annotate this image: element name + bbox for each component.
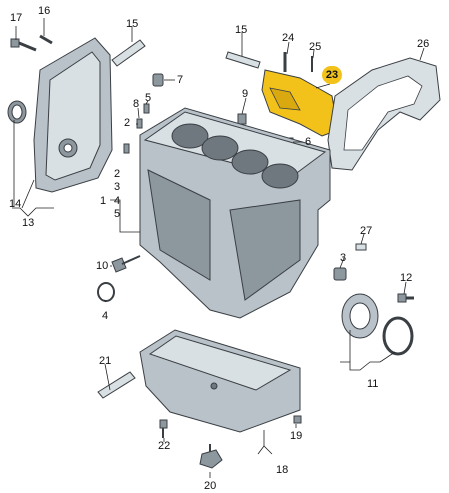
callout-7: 7: [177, 74, 184, 86]
callout-15-left: 15: [126, 18, 139, 30]
gasket-26: [327, 57, 441, 171]
callout-12: 12: [400, 272, 413, 284]
callout-25: 25: [309, 41, 322, 53]
callout-23: 23: [322, 66, 342, 84]
dowel-21: [97, 371, 136, 399]
bolt-17: [10, 38, 37, 52]
callout-2b: 2: [114, 168, 121, 180]
plug-3: [333, 267, 347, 281]
callout-5: 5: [145, 92, 152, 104]
callout-19: 19: [290, 430, 303, 442]
dowel-15-left: [111, 39, 146, 67]
callout-14: 14: [9, 198, 22, 210]
callout-1: 1: [100, 195, 107, 207]
callout-22: 22: [158, 440, 171, 452]
callout-2: 2: [124, 117, 131, 129]
callout-15-right: 15: [235, 24, 248, 36]
seal-ring-left: [7, 100, 27, 124]
callout-4a: 4: [114, 195, 121, 207]
callout-3b: 3: [340, 252, 347, 264]
stud-16: [39, 34, 53, 45]
bolt-9: [237, 113, 247, 125]
callout-18: 18: [276, 464, 289, 476]
callout-10: 10: [96, 260, 109, 272]
bolt-19: [293, 415, 302, 424]
callout-27: 27: [360, 225, 373, 237]
engine-block: [139, 107, 331, 319]
callout-13: 13: [22, 217, 35, 229]
plug-27: [355, 243, 367, 251]
plug-7: [152, 73, 164, 87]
callout-11: 11: [367, 378, 379, 390]
callout-16: 16: [38, 5, 51, 17]
ring-4: [97, 282, 115, 302]
callout-6: 6: [305, 136, 312, 148]
callout-21: 21: [99, 355, 112, 367]
bolt-22: [159, 419, 168, 438]
dowel-15-right: [225, 51, 261, 69]
oil-pan: [139, 329, 301, 433]
callout-3: 3: [114, 181, 121, 193]
timing-cover: [33, 37, 113, 193]
callout-4b: 4: [102, 310, 109, 322]
callout-17: 17: [10, 12, 23, 24]
callout-5b: 5: [114, 208, 121, 220]
rear-seal-flange: [341, 293, 414, 356]
leader-lines: [12, 18, 425, 478]
callout-26: 26: [417, 38, 430, 50]
drain-plug-20: [199, 444, 223, 469]
callout-9: 9: [242, 88, 249, 100]
bolt-12: [397, 293, 414, 303]
callout-8: 8: [133, 98, 140, 110]
bolts-24-25: [283, 52, 313, 72]
callout-24: 24: [282, 32, 295, 44]
small-plugs: [123, 103, 150, 154]
callout-20: 20: [204, 480, 217, 492]
sensor-10: [111, 255, 141, 273]
